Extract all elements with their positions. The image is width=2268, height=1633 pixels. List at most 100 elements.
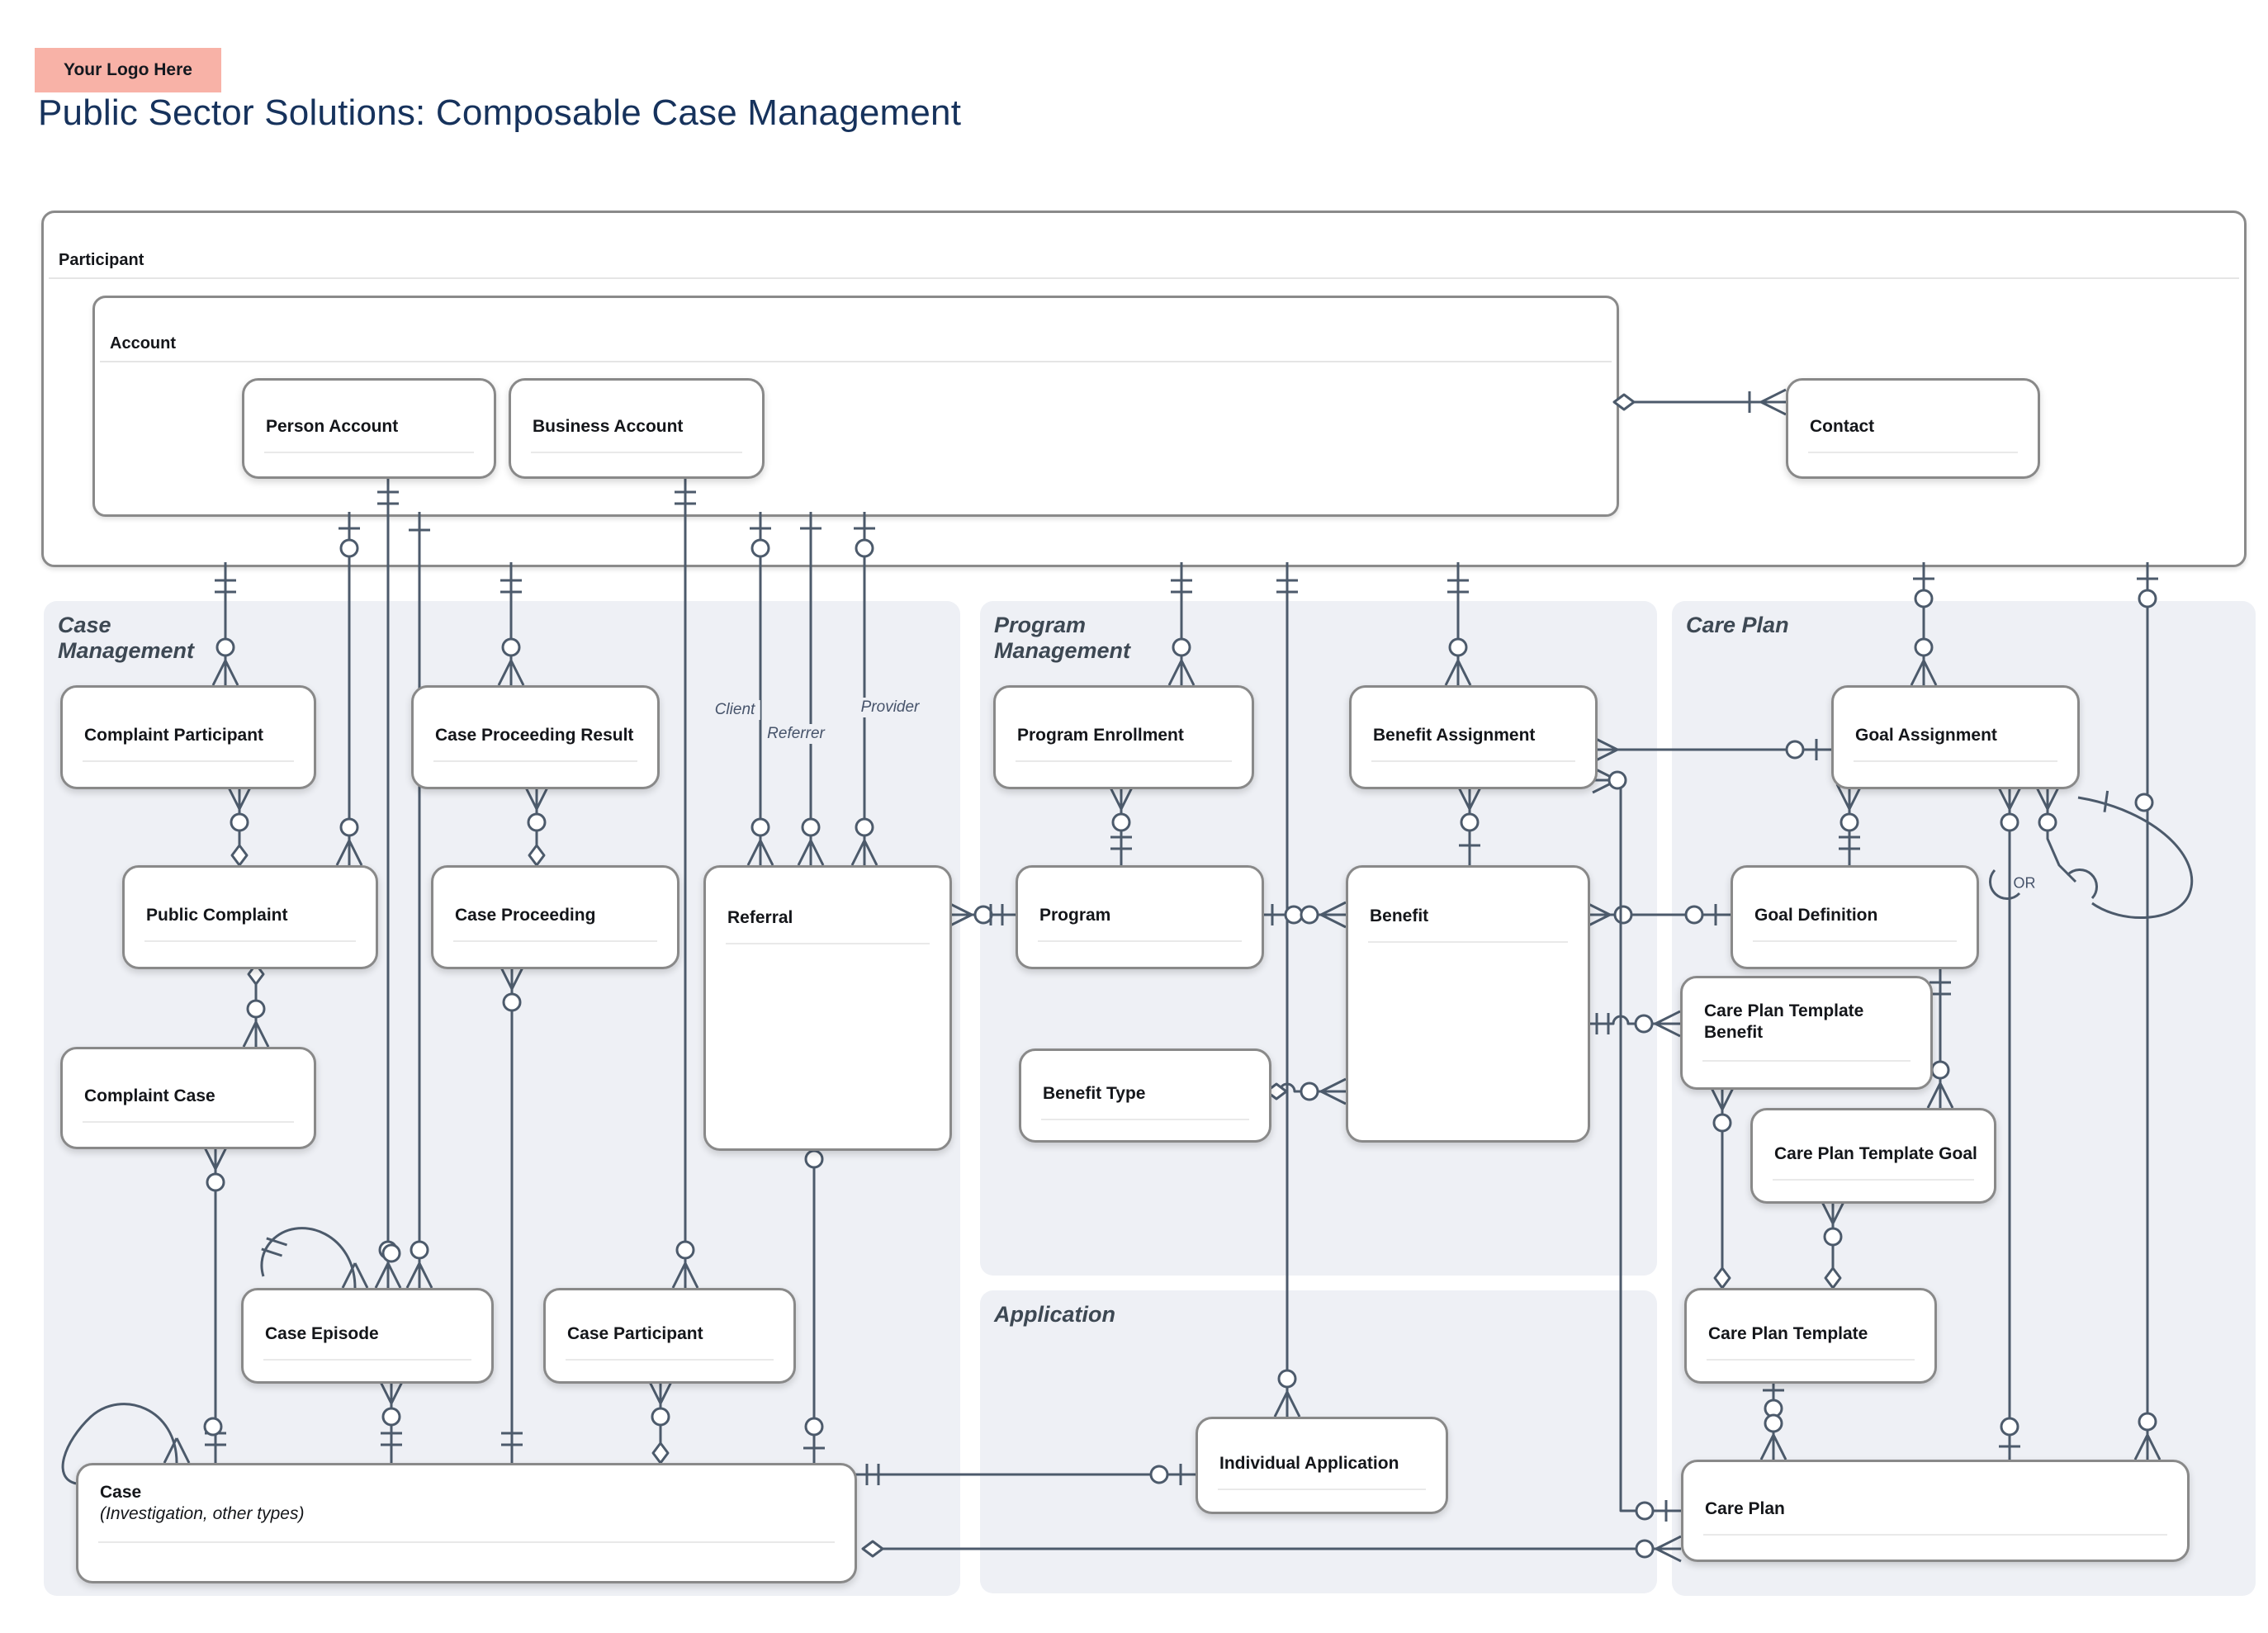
- entity-rule-benefit-assignment: [1371, 760, 1575, 762]
- connector-participant-to-program-enrollment-end-circle: [1172, 637, 1191, 657]
- connector-participant-to-goal-assignment-start-circle: [1914, 589, 1934, 608]
- entity-label-line: Benefit Type: [1043, 1083, 1146, 1103]
- entity-rule-individual-application: [1218, 1488, 1426, 1490]
- entity-label-case-proceeding: Case Proceeding: [455, 904, 661, 925]
- connector-account-to-case-episode-end-crow: [418, 1262, 433, 1289]
- connector-case-to-care-plan-end-circle: [1635, 1539, 1655, 1559]
- connector-goal-definition-to-care-plan-template-goal-end-circle: [1930, 1060, 1950, 1080]
- panel-label-case-management: Case Management: [58, 613, 195, 664]
- connector-benefit-to-care-plan-template-benefit-end-circle: [1634, 1014, 1654, 1034]
- connector-client-line-end-crow: [759, 840, 774, 866]
- connector-referrer-line-end-crow: [809, 840, 825, 866]
- container-label-participant: Participant: [59, 251, 144, 269]
- entity-label-line: Public Complaint: [146, 905, 288, 925]
- curve-or-arc-left: [1989, 869, 2021, 900]
- connector-complaint-case-to-case-start-circle: [206, 1172, 225, 1192]
- entity-label-person-account: Person Account: [266, 416, 477, 438]
- connector-case-proceeding-result-to-case-proceeding-start-circle: [527, 812, 547, 832]
- entity-label-case-proceeding-result: Case Proceeding Result: [435, 724, 641, 746]
- connector-participant-to-benefit-assignment-end-circle: [1448, 637, 1468, 657]
- connector-cptb-to-care-plan-template-start-circle: [1712, 1113, 1732, 1133]
- entity-label-line: Care Plan: [1705, 1498, 1785, 1518]
- connector-benefit-to-goal-definition-start-circle: [1613, 905, 1633, 925]
- entity-rule-complaint-participant: [83, 760, 294, 762]
- connector-referral-to-case-start-circle: [804, 1149, 824, 1169]
- entity-label-line: Benefit: [1370, 906, 1429, 926]
- entity-label-line: Complaint Participant: [84, 725, 264, 745]
- curve-case-episode-self-loop-circle: [381, 1243, 401, 1263]
- entity-label-line: Benefit: [1704, 1022, 1764, 1042]
- connector-account-to-public-complaint-end-circle: [339, 817, 359, 837]
- entity-label-line: Case: [100, 1482, 142, 1502]
- entity-label-line: Program Enrollment: [1017, 725, 1184, 745]
- connector-goal-assignment-to-care-plan-end-circle: [2000, 1417, 2019, 1437]
- entity-goal-assignment: Goal Assignment: [1831, 685, 2080, 789]
- entity-label-referral: Referral: [727, 907, 933, 929]
- entity-rule-care-plan-template-goal: [1773, 1178, 1974, 1181]
- entity-label-care-plan: Care Plan: [1705, 1498, 2171, 1520]
- connector-participant-to-goal-assignment-end-crow: [1910, 660, 1925, 686]
- panel-label-program-management: Program Management: [994, 613, 1131, 664]
- entity-label-line: Business Account: [533, 416, 684, 436]
- connector-client-line-end-circle: [750, 817, 770, 837]
- connector-client-line-end-crow: [746, 840, 762, 866]
- connector-case-proceeding-result-to-case-proceeding-end-diamond: [528, 844, 546, 867]
- entity-rule-program: [1038, 940, 1242, 942]
- connector-participant-to-individual-application-end-crow: [1286, 1391, 1301, 1418]
- entity-label-individual-application: Individual Application: [1219, 1453, 1429, 1474]
- entity-label-care-plan-template-goal: Care Plan Template Goal: [1774, 1143, 1977, 1165]
- curve-case-self-loop: [61, 1403, 178, 1485]
- connector-program-to-benefit-start-circle: [1284, 905, 1304, 925]
- entity-label-line: Benefit Assignment: [1373, 725, 1536, 745]
- connector-complaint-participant-to-public-complaint-start-circle: [230, 812, 249, 832]
- entity-case-participant: Case Participant: [543, 1288, 796, 1384]
- connector-program-to-benefit-end-crow: [1320, 901, 1347, 916]
- entity-label-line: Care Plan Template: [1704, 1001, 1864, 1020]
- entity-rule-care-plan-template: [1707, 1358, 1915, 1361]
- connector-participant-to-care-plan-end-crow: [2133, 1434, 2149, 1460]
- entity-label-complaint-case: Complaint Case: [84, 1086, 297, 1107]
- entity-label-line: Care Plan Template: [1708, 1323, 1868, 1343]
- panel-label-care-plan: Care Plan: [1686, 613, 1789, 637]
- connector-benefit-type-to-benefit-end-crow: [1320, 1077, 1347, 1093]
- connector-case-participant-to-case-start-circle: [651, 1407, 670, 1427]
- connector-program-to-benefit-end-crow: [1320, 913, 1347, 929]
- entity-complaint-case: Complaint Case: [60, 1047, 316, 1149]
- connector-person-account-to-case-episode-end-crow: [374, 1262, 390, 1289]
- connector-complaint-participant-to-public-complaint-end-diamond: [230, 844, 249, 867]
- container-rule-account: [100, 361, 1612, 362]
- connector-participant-to-complaint-participant-end-circle: [215, 637, 235, 657]
- entity-case-episode: Case Episode: [241, 1288, 494, 1384]
- entity-label-business-account: Business Account: [533, 416, 746, 438]
- connector-cptg-to-care-plan-template-start-circle: [1823, 1227, 1843, 1247]
- page-title: Public Sector Solutions: Composable Case…: [38, 92, 962, 133]
- entity-label-case-participant: Case Participant: [567, 1323, 777, 1345]
- connector-care-plan-template-to-care-plan-end-circle: [1764, 1413, 1783, 1433]
- connector-account-to-case-episode-end-crow: [405, 1262, 421, 1289]
- connector-participant-to-goal-assignment-end-circle: [1914, 637, 1934, 657]
- connector-benefit-assignment-to-care-plan: [1593, 779, 1681, 1512]
- entity-rule-case-episode: [263, 1358, 471, 1361]
- connector-case-episode-to-case-start-circle: [381, 1407, 401, 1427]
- entity-rule-referral: [726, 943, 930, 945]
- connector-participant-to-program-enrollment-end-crow: [1180, 660, 1196, 686]
- curve-goal-assignment-self-loop-circle: [2134, 793, 2154, 812]
- entity-program: Program: [1016, 865, 1264, 969]
- connector-case-participant-to-case-end-diamond: [651, 1441, 670, 1465]
- entity-public-complaint: Public Complaint: [122, 865, 378, 969]
- entity-label-line: Care Plan Template Goal: [1774, 1143, 1977, 1163]
- entity-label-care-plan-template: Care Plan Template: [1708, 1323, 1918, 1345]
- connector-case-to-care-plan-end-crow: [1655, 1547, 1682, 1563]
- connector-benefit-to-care-plan-template-benefit-end-crow: [1655, 1010, 1681, 1025]
- entity-rule-care-plan-template-benefit: [1702, 1059, 1911, 1062]
- connector-participant-to-individual-application-end-circle: [1277, 1369, 1297, 1389]
- entity-program-enrollment: Program Enrollment: [993, 685, 1254, 789]
- connector-account-to-public-complaint-end-crow: [348, 840, 363, 866]
- connector-provider-line-end-circle: [855, 817, 874, 837]
- panel-label-application: Application: [994, 1302, 1115, 1327]
- connector-case-to-individual-application-end-circle: [1149, 1465, 1169, 1484]
- entity-rule-care-plan: [1703, 1533, 2167, 1536]
- connector-program-to-benefit-end-circle: [1300, 905, 1319, 925]
